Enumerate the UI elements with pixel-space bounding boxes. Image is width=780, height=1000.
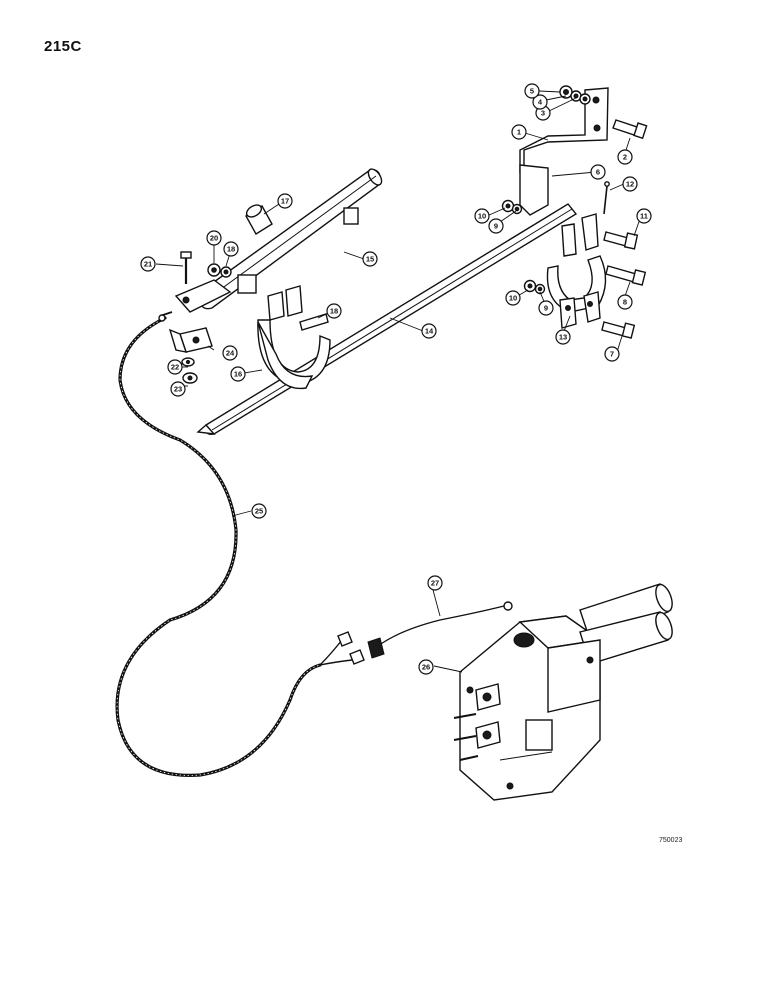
callout-22: 22 xyxy=(167,359,183,375)
nut-washer-10-9-upper xyxy=(501,199,523,215)
clamp-16 xyxy=(257,285,331,390)
callout-7: 7 xyxy=(604,346,620,362)
bushing-17 xyxy=(245,204,273,235)
callout-9-lower: 9 xyxy=(538,300,554,316)
wire-harness-25 xyxy=(115,311,365,777)
callout-16: 16 xyxy=(230,366,246,382)
callout-27: 27 xyxy=(427,575,443,591)
svg-text:8: 8 xyxy=(623,298,627,307)
callout-11: 11 xyxy=(636,208,652,224)
callout-1: 1 xyxy=(511,124,527,140)
bolt-18 xyxy=(299,313,329,331)
svg-text:18: 18 xyxy=(227,245,235,254)
callout-10-upper: 10 xyxy=(474,208,490,224)
callout-2: 2 xyxy=(617,149,633,165)
bolt-8 xyxy=(605,265,647,286)
callout-15: 15 xyxy=(362,251,378,267)
svg-text:16: 16 xyxy=(234,370,242,379)
svg-text:4: 4 xyxy=(538,98,543,107)
svg-text:26: 26 xyxy=(422,663,430,672)
svg-text:1: 1 xyxy=(517,128,521,137)
svg-text:24: 24 xyxy=(226,349,235,358)
callout-12: 12 xyxy=(622,176,638,192)
callout-6: 6 xyxy=(590,164,606,180)
screw-21 xyxy=(180,251,192,284)
callout-18-lower: 18 xyxy=(326,303,342,319)
nut-23 xyxy=(182,372,198,384)
svg-text:9: 9 xyxy=(494,222,498,231)
callout-26: 26 xyxy=(418,659,434,675)
wire-27 xyxy=(367,601,513,659)
svg-text:23: 23 xyxy=(174,385,182,394)
nut-washer-stack xyxy=(559,85,591,105)
washer-22 xyxy=(181,357,195,367)
callout-25: 25 xyxy=(251,503,267,519)
control-valve-26 xyxy=(453,583,673,801)
svg-text:12: 12 xyxy=(626,180,634,189)
callout-18-upper: 18 xyxy=(223,241,239,257)
svg-text:14: 14 xyxy=(425,327,434,336)
page-number: 215C xyxy=(44,38,82,55)
drawing-number: 750023 xyxy=(659,837,683,844)
svg-text:25: 25 xyxy=(255,507,263,516)
svg-text:20: 20 xyxy=(210,234,218,243)
clamp-13 xyxy=(546,213,607,329)
svg-text:13: 13 xyxy=(559,333,567,342)
svg-text:18: 18 xyxy=(330,307,338,316)
svg-text:9: 9 xyxy=(544,304,548,313)
switch-24 xyxy=(168,327,213,353)
svg-text:15: 15 xyxy=(366,255,374,264)
callout-14: 14 xyxy=(421,323,437,339)
cotter-pin-12 xyxy=(603,181,610,215)
callout-13: 13 xyxy=(555,329,571,345)
callout-23: 23 xyxy=(170,381,186,397)
bolt-2 xyxy=(612,119,648,140)
svg-text:11: 11 xyxy=(640,212,648,221)
callout-10-lower: 10 xyxy=(505,290,521,306)
mounting-bracket xyxy=(519,87,609,216)
rod-14 xyxy=(196,203,578,435)
svg-text:10: 10 xyxy=(478,212,486,221)
svg-text:27: 27 xyxy=(431,579,439,588)
nut-washer-20-18 xyxy=(207,263,232,278)
callout-9-upper: 9 xyxy=(488,218,504,234)
svg-text:5: 5 xyxy=(530,87,534,96)
tube-15 xyxy=(199,168,383,310)
svg-text:17: 17 xyxy=(281,197,289,206)
svg-text:22: 22 xyxy=(171,363,179,372)
callout-4: 4 xyxy=(532,94,548,110)
callout-21: 21 xyxy=(140,256,156,272)
svg-text:10: 10 xyxy=(509,294,517,303)
callout-5: 5 xyxy=(524,83,540,99)
callout-20: 20 xyxy=(206,230,222,246)
tube-mount-plate xyxy=(174,279,232,313)
bolt-11 xyxy=(603,231,639,250)
callout-24: 24 xyxy=(222,345,238,361)
callout-17: 17 xyxy=(277,193,293,209)
svg-text:21: 21 xyxy=(144,260,152,269)
svg-text:6: 6 xyxy=(596,168,600,177)
svg-text:3: 3 xyxy=(541,109,545,118)
svg-text:7: 7 xyxy=(610,350,614,359)
leader-lines xyxy=(155,90,642,673)
svg-text:2: 2 xyxy=(623,153,627,162)
nut-washer-10-9-lower xyxy=(523,279,546,295)
bolt-7 xyxy=(601,321,636,339)
callout-8: 8 xyxy=(617,294,633,310)
